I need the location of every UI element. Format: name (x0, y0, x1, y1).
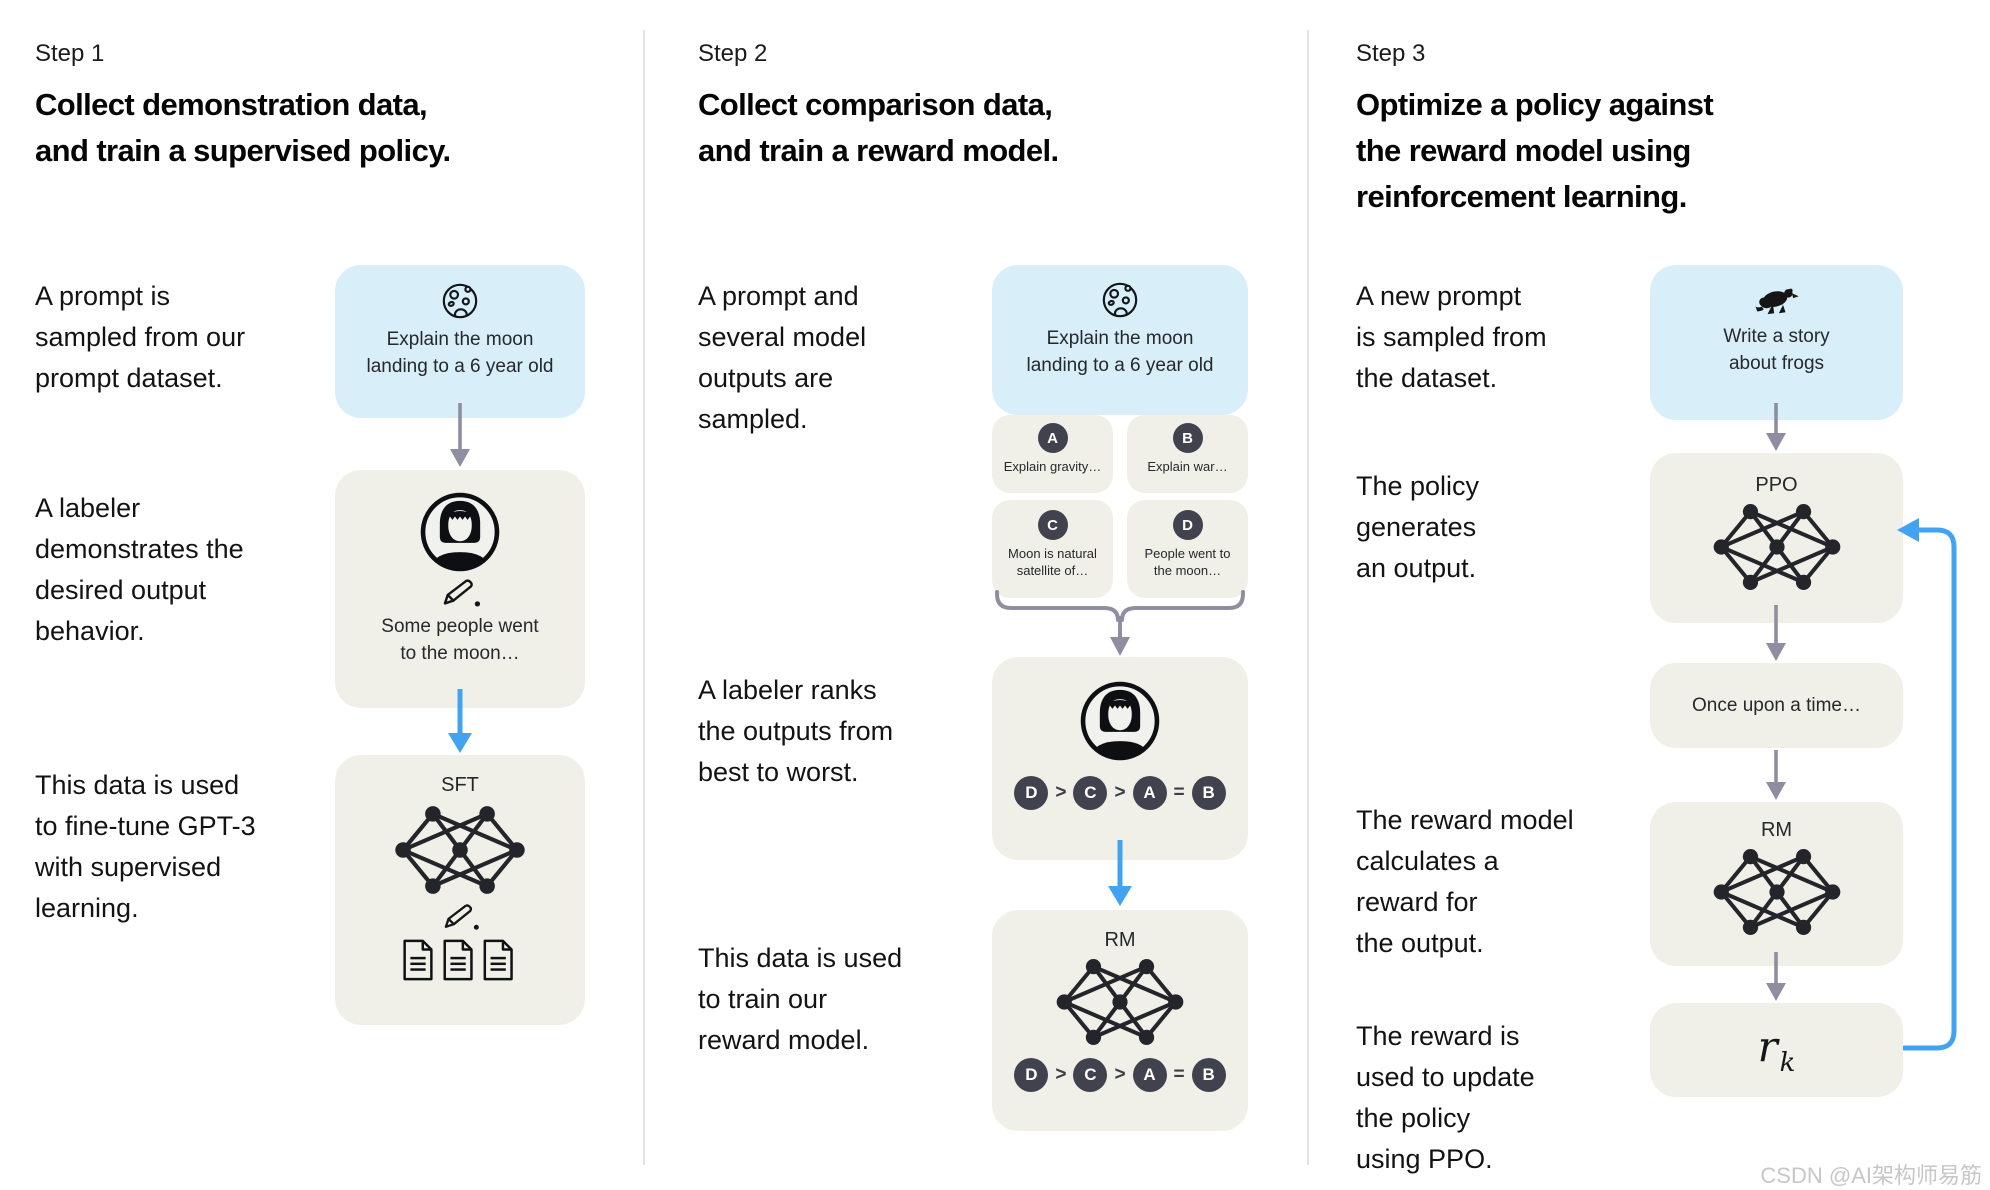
rank-badge: C (1073, 776, 1108, 810)
rank-separator: = (1173, 1064, 1185, 1085)
neural-network-icon (1056, 959, 1184, 1045)
step3-label: Step 3 (1356, 40, 1426, 67)
reward-base: r (1757, 1022, 1778, 1071)
rank-separator: > (1055, 782, 1067, 803)
watermark: CSDN @AI架构师易筋 (1760, 1163, 1982, 1188)
answer-text-d: People went to the moon… (1144, 546, 1231, 578)
step3-prompt-text: Write a story about frogs (1723, 326, 1830, 374)
rank-badge: A (1132, 1058, 1167, 1092)
moon-icon (442, 283, 478, 319)
sft-label: SFT (441, 774, 479, 796)
arrow-down-gray-icon (1766, 952, 1786, 1001)
rank-separator: > (1114, 782, 1126, 803)
step2-caption-train: This data is used to train our reward mo… (698, 943, 903, 1055)
rank-badge: D (1014, 1058, 1049, 1092)
documents-icon (403, 939, 513, 981)
step1-prompt-text: Explain the moon landing to a 6 year old (366, 329, 554, 377)
answer-text-a: Explain gravity… (1003, 459, 1102, 474)
column-divider-2 (1307, 30, 1309, 1165)
arrow-down-blue-icon (448, 689, 472, 753)
rank-separator: > (1055, 1064, 1067, 1085)
ranking-result: D > C > A = B (1014, 1058, 1226, 1092)
step3-caption-update: The reward is used to update the policy … (1356, 1021, 1535, 1174)
step2-prompt-box: Explain the moon landing to a 6 year old (992, 265, 1248, 415)
rank-badge: B (1191, 1058, 1226, 1092)
labeler-avatar-icon (420, 492, 500, 572)
rank-badge: D (1014, 776, 1049, 810)
rank-badge: A (1132, 776, 1167, 810)
step3-prompt-box: Write a story about frogs (1650, 265, 1903, 420)
rm-label: RM (1760, 819, 1793, 841)
answer-badge-c: C (1037, 510, 1068, 540)
step3-caption-reward: The reward model calculates a reward for… (1356, 805, 1574, 958)
step3-caption-policy: The policy generates an output. (1356, 471, 1480, 583)
rank-separator: = (1173, 782, 1185, 803)
labeler-avatar-icon (1080, 681, 1160, 761)
step1-sft-box: SFT (335, 755, 585, 1025)
ranking-result: D > C > A = B (1014, 776, 1226, 810)
step1-title: Collect demonstration data, and train a … (35, 87, 451, 168)
answer-card-d: D People went to the moon… (1127, 500, 1248, 598)
step3-ppo-box: PPO (1650, 453, 1903, 623)
step1-label: Step 1 (35, 40, 105, 67)
answer-card-a: A Explain gravity… (992, 415, 1113, 493)
answer-badge-a: A (1037, 423, 1068, 453)
feedback-loop-arrow-icon (1897, 518, 1957, 1051)
step2-ranking-box: D > C > A = B (992, 657, 1248, 860)
step3-output-text: Once upon a time… (1692, 695, 1861, 716)
step1-caption-labeler: A labeler demonstrates the desired outpu… (35, 493, 244, 646)
rank-separator: > (1114, 1064, 1126, 1085)
step3-caption-prompt: A new prompt is sampled from the dataset… (1356, 281, 1547, 393)
arrow-down-gray-icon (1766, 750, 1786, 800)
reward-subscript: k (1779, 1048, 1796, 1078)
arrow-down-gray-icon (1766, 605, 1786, 661)
answer-card-c: C Moon is natural satellite of… (992, 500, 1113, 598)
answer-card-b: B Explain war… (1127, 415, 1248, 493)
step2-caption-ranks: A labeler ranks the outputs from best to… (698, 675, 894, 787)
answer-text-b: Explain war… (1147, 459, 1228, 474)
ppo-label: PPO (1755, 474, 1798, 496)
step2-caption-sampled: A prompt and several model outputs are s… (698, 281, 867, 434)
step2-prompt-text: Explain the moon landing to a 6 year old (1026, 328, 1214, 376)
arrow-down-gray-icon (1766, 403, 1786, 451)
frog-icon (1754, 288, 1799, 315)
rank-badge: C (1073, 1058, 1108, 1092)
arrow-down-blue-icon (1108, 840, 1132, 906)
answer-badge-d: D (1172, 510, 1203, 540)
step1-prompt-box: Explain the moon landing to a 6 year old (335, 265, 585, 418)
merge-brace-arrow-icon (995, 590, 1245, 656)
step1-demonstration-text: Some people went to the moon… (381, 616, 539, 664)
step3-reward-box: rk (1650, 1003, 1903, 1097)
step3-title: Optimize a policy against the reward mod… (1356, 87, 1714, 214)
step2-title: Collect comparison data, and train a rew… (698, 87, 1059, 168)
neural-network-icon (395, 806, 525, 894)
step1-caption-prompt: A prompt is sampled from our prompt data… (35, 281, 246, 393)
step3-rm-box: RM (1650, 802, 1903, 966)
rm-label: RM (1104, 929, 1136, 951)
rank-badge: B (1191, 776, 1226, 810)
neural-network-icon (1713, 849, 1840, 935)
pencil-icon (443, 579, 481, 607)
step2-label: Step 2 (698, 40, 768, 67)
neural-network-icon (1713, 504, 1840, 590)
pencil-icon (444, 904, 479, 930)
answer-badge-b: B (1172, 423, 1203, 453)
step2-rm-box: RM D > C > A = B (992, 910, 1248, 1131)
arrow-down-gray-icon (450, 403, 470, 467)
answer-text-c: Moon is natural satellite of… (1008, 546, 1097, 578)
step3-output-box: Once upon a time… (1650, 663, 1903, 748)
moon-icon (1102, 282, 1138, 318)
column-divider-1 (643, 30, 645, 1165)
step1-labeler-box: Some people went to the moon… (335, 470, 585, 708)
reward-value: rk (1758, 1022, 1796, 1078)
step1-caption-finetune: This data is used to fine-tune GPT-3 wit… (35, 770, 256, 923)
